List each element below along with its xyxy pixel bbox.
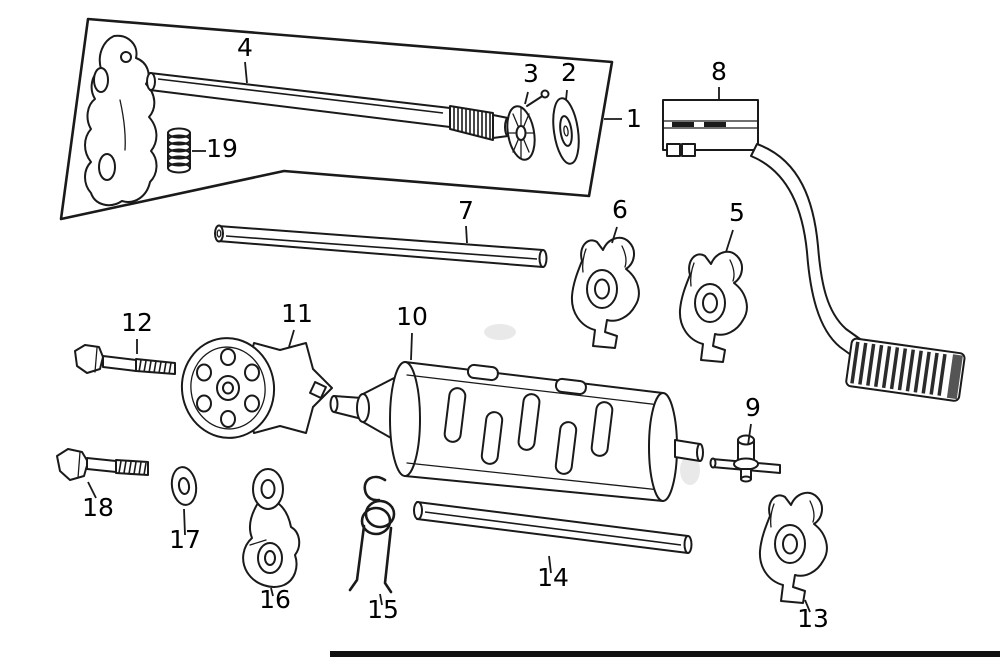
part-label-5: 5 <box>729 198 745 227</box>
part-label-19: 19 <box>206 134 238 163</box>
plate-center-bore <box>216 375 240 401</box>
part-1-spindle-assembly-box <box>59 17 614 221</box>
part-10-shift-drum <box>329 361 704 502</box>
drum-groove <box>443 387 467 443</box>
drum-slot <box>466 363 499 382</box>
part-label-15: 15 <box>367 595 399 624</box>
drum-groove <box>517 393 541 451</box>
part-18-bolt <box>56 448 149 481</box>
part-17-washer <box>170 466 198 506</box>
part-label-13: 13 <box>797 604 829 633</box>
part-label-7: 7 <box>458 196 474 225</box>
spindle-end-casting <box>84 34 158 207</box>
part-2-washer <box>552 97 580 165</box>
part-8-kickstart-lever <box>662 99 966 402</box>
part-14-guide-rod <box>413 501 693 554</box>
part-label-1: 1 <box>626 104 642 133</box>
part-label-16: 16 <box>259 585 291 614</box>
part-labels: 1 2 3 4 5 6 7 8 9 10 11 12 13 14 15 16 1… <box>82 33 829 633</box>
pedal-end-cap <box>946 354 963 400</box>
scan-edge-artifact <box>330 651 1000 657</box>
thread-lines <box>118 460 147 476</box>
part-label-18: 18 <box>82 493 114 522</box>
drum-left-face <box>389 361 421 477</box>
spline-teeth <box>453 107 491 139</box>
part-label-3: 3 <box>523 59 539 88</box>
drum-groove <box>480 411 504 465</box>
bracket-block <box>666 143 681 157</box>
part-label-10: 10 <box>396 302 428 331</box>
part-label-4: 4 <box>237 33 253 62</box>
plate-hole <box>196 394 212 413</box>
part-7-shift-rod <box>214 224 548 268</box>
part-19-spring <box>167 127 191 174</box>
part-label-8: 8 <box>711 57 727 86</box>
part-label-11: 11 <box>281 299 313 328</box>
plate-hole <box>244 394 260 413</box>
plate-hole <box>244 363 260 382</box>
drum-groove <box>590 401 614 457</box>
leader-lines <box>87 61 811 613</box>
cam-pin <box>309 381 327 399</box>
pedal-ribs <box>850 341 947 396</box>
part-13-shift-fork <box>758 491 828 604</box>
plate-hole <box>220 410 236 428</box>
plate-hole <box>196 363 212 382</box>
part-label-17: 17 <box>169 525 201 554</box>
part-4-spindle-shaft <box>146 72 512 141</box>
drum-slot <box>554 377 587 396</box>
part-9-stopper-pin <box>709 434 781 483</box>
bolt-head <box>74 344 104 374</box>
plate-hole <box>220 348 236 366</box>
part-3-star-washer <box>506 89 550 161</box>
part-15-return-spring <box>348 475 396 594</box>
casting-hole <box>98 153 116 181</box>
shading-smudge <box>680 455 700 485</box>
bracket-block <box>681 143 696 157</box>
casting-hole <box>93 67 109 93</box>
part-6-shift-fork <box>570 236 640 349</box>
kickstart-pedal <box>845 337 966 402</box>
part-5-shift-fork <box>678 250 748 363</box>
part-label-12: 12 <box>121 308 153 337</box>
part-label-9: 9 <box>745 393 761 422</box>
lever-arm <box>750 143 861 356</box>
shading-smudge <box>484 324 516 340</box>
part-label-14: 14 <box>537 563 569 592</box>
bolt-head <box>56 448 89 481</box>
thread-lines <box>138 359 172 375</box>
part-11-cam-plate <box>180 337 333 439</box>
part-label-2: 2 <box>561 58 577 87</box>
part-16-shift-arm <box>242 468 301 588</box>
drum-groove <box>554 421 578 475</box>
part-12-bolt <box>74 344 176 375</box>
drum-right-face <box>648 392 678 502</box>
part-label-6: 6 <box>612 195 628 224</box>
